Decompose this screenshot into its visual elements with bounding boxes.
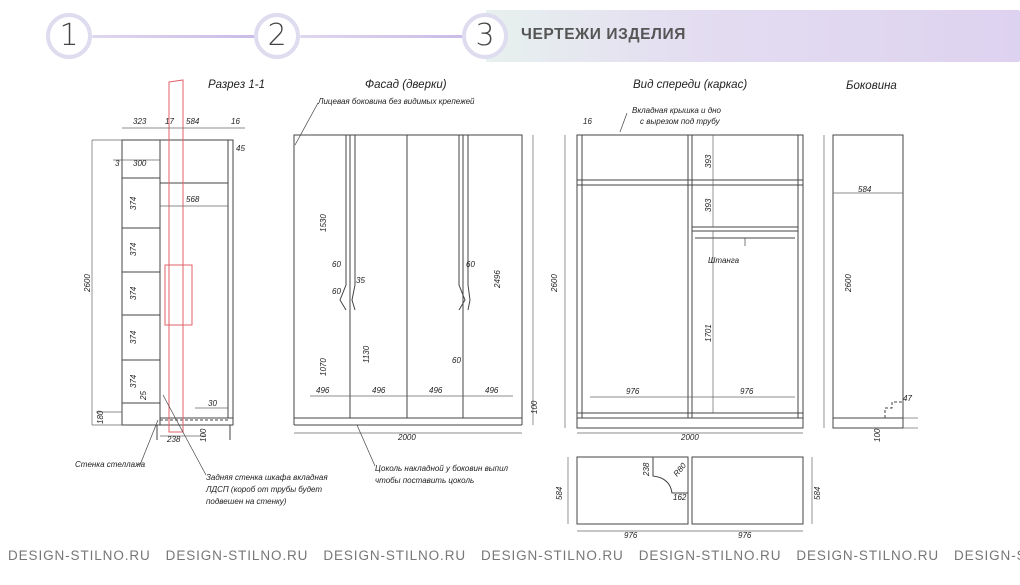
dim-label: 374 [129,242,138,256]
dim-label: 584 [813,486,822,500]
note-insert-top: Вкладная крышка и дно [632,106,722,115]
watermark-strip: DESIGN-STILNO.RU DESIGN-STILNO.RU DESIGN-S… [8,548,1020,563]
watermark: DESIGN-STILNO.RU [8,548,151,563]
view-title-front: Вид спереди (каркас) [633,79,747,91]
view-title-side: Боковина [846,80,897,92]
dim-label: 100 [199,428,208,442]
dim-label: 100 [530,400,539,414]
dim-label: 16 [583,117,592,126]
dim-label: 374 [129,330,138,344]
note-plinth-1: Цоколь накладной у боковин выпил [375,464,509,473]
note-plinth-2: чтобы поставить цоколь [375,476,474,485]
dim-label: 2600 [844,274,853,293]
dim-label: R80 [672,461,689,478]
dim-label: 238 [166,435,181,444]
dim-label: 584 [858,185,872,194]
cabinet-section-outline [159,139,234,426]
note-insert-top-2: с вырезом под трубу [640,117,721,126]
dim-label: 2600 [83,274,92,293]
step-connector [300,35,466,38]
dim-label: 496 [372,386,386,395]
dim-label: 1070 [319,358,328,376]
dim-label: 35 [356,276,365,285]
note-back-wall-2: ЛДСП (короб от трубы будет [205,485,322,494]
dim-label: 2496 [493,270,502,289]
dim-label: 60 [466,260,475,269]
note-shelf-wall: Стенка стеллажа [75,460,146,469]
dim-label: 2600 [550,274,559,293]
page-title: ЧЕРТЕЖИ ИЗДЕЛИЯ [521,26,687,43]
dim-label: 1530 [319,214,328,232]
watermark: DESIGN-STILNO.RU [481,548,624,563]
note-back-wall-1: Задняя стенка шкафа вкладная [206,473,328,482]
technical-drawing: Разрез 1-1 Фасад (дверки) Вид спереди (к… [75,79,918,540]
watermark: DESIGN-STILNO.RU [323,548,467,563]
dim-label: 374 [129,374,138,388]
note-back-wall-3: подвешен на стенку) [206,497,287,506]
step-1[interactable]: 1 [46,13,92,59]
dim-label: 162 [673,493,687,502]
dim-label: 323 [133,117,147,126]
note-rod: Штанга [708,256,740,265]
dim-label: 47 [903,394,912,403]
bottom-panel-right [691,456,804,525]
dim-label: 30 [208,399,217,408]
bottom-panel-left [576,456,689,525]
view-title-section: Разрез 1-1 [208,79,265,91]
shelving-outline [121,139,161,426]
dim-label: 300 [133,159,147,168]
dim-label: 584 [555,486,564,500]
dim-label: 976 [738,531,752,540]
dim-label: 238 [642,462,651,477]
watermark: DESIGN-STILNO.RU [954,548,1020,563]
carcass-outline [576,134,804,429]
dim-label: 374 [129,196,138,210]
side-panel-outline [832,134,904,429]
dim-label: 1701 [704,324,713,342]
dim-label: 60 [452,356,461,365]
watermark: DESIGN-STILNO.RU [796,548,940,563]
view-title-facade: Фасад (дверки) [365,79,447,91]
step-3[interactable]: 3 [462,13,508,59]
step-header: 1 2 3 ЧЕРТЕЖИ ИЗДЕЛИЯ [0,0,1020,72]
dim-label: 393 [704,198,713,212]
step-connector [92,35,258,38]
dim-label: 60 [332,260,341,269]
dim-label: 393 [704,154,713,168]
facade-outline [293,134,523,419]
dim-label: 496 [485,386,499,395]
pipe [164,79,193,433]
dim-label: 496 [316,386,330,395]
dim-label: 2000 [680,433,699,442]
note-facade-side: Лицевая боковина без видимых крепежей [317,97,475,106]
dim-label: 976 [624,531,638,540]
dim-label: 976 [740,387,754,396]
dim-label: 3 [115,159,120,168]
dim-label: 16 [231,117,240,126]
dim-label: 1130 [362,345,371,363]
dim-label: 2000 [397,433,416,442]
watermark: DESIGN-STILNO.RU [638,548,782,563]
step-2[interactable]: 2 [254,13,300,59]
dim-label: 17 [165,117,174,126]
dim-label: 60 [332,287,341,296]
dim-label: 374 [129,286,138,300]
dim-label: 100 [873,428,882,442]
dim-label: 180 [96,410,105,424]
dim-label: 976 [626,387,640,396]
title-banner [486,10,1020,62]
dim-label: 584 [186,117,200,126]
dim-label: 496 [429,386,443,395]
dim-label: 568 [186,195,200,204]
watermark: DESIGN-STILNO.RU [165,548,309,563]
dim-label: 25 [139,391,148,401]
dim-label: 45 [236,144,245,153]
